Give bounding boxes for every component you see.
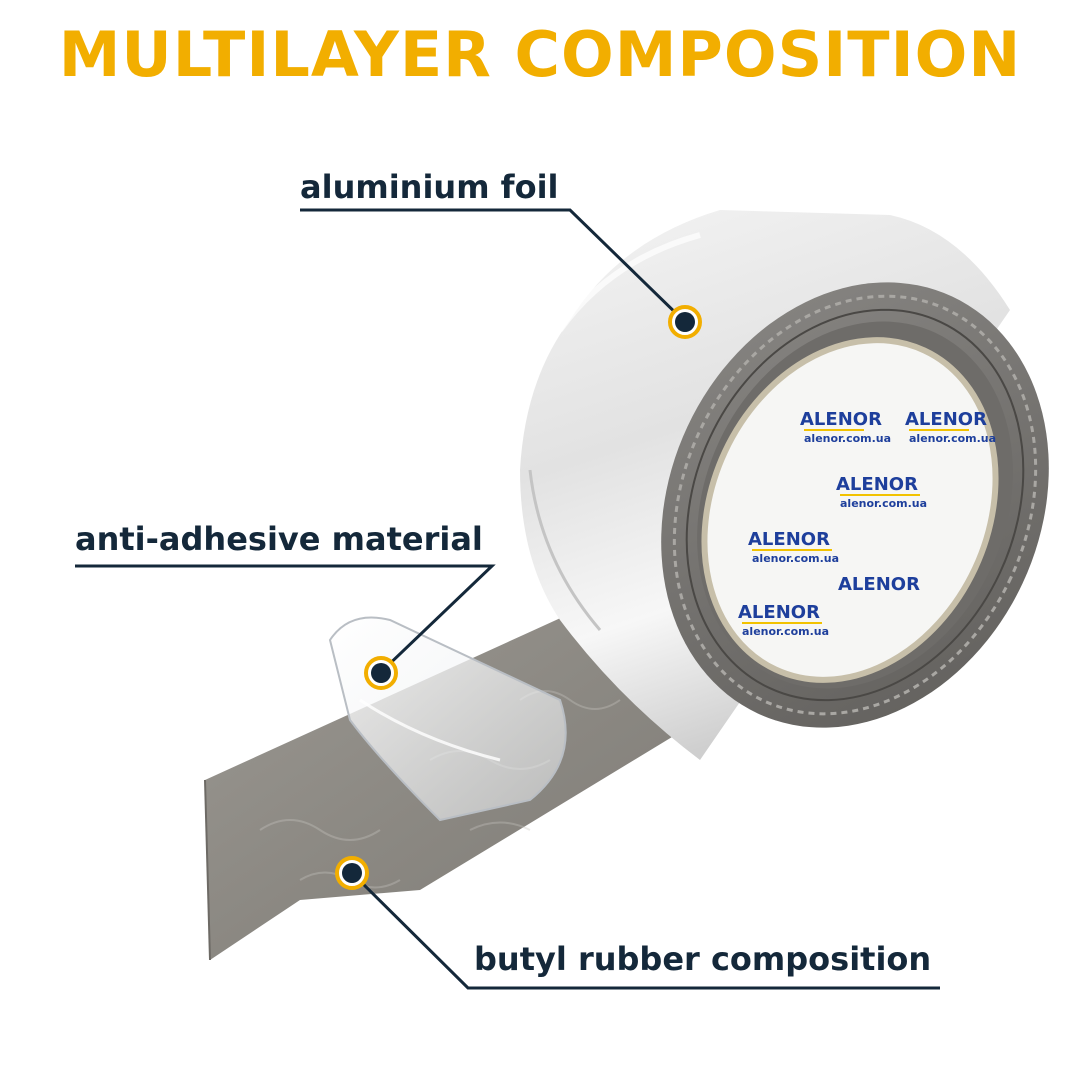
core-brand-4: ALENOR: [738, 602, 820, 623]
anti-adhesive-callout-line: [75, 564, 496, 675]
roll-core: [701, 337, 999, 683]
anti-adhesive-marker: [364, 656, 398, 690]
foil-marker: [668, 305, 702, 339]
core-brand-2: ALENOR: [836, 474, 918, 495]
core-site-1: alenor.com.ua: [752, 552, 839, 565]
anti-adhesive-label: anti-adhesive material: [75, 520, 483, 558]
core-brand-print: ALENOR alenor.com.ua ALENOR alenor.com.u…: [738, 409, 996, 638]
core-site-3: alenor.com.ua: [909, 432, 996, 445]
butyl-callout-line: [350, 871, 940, 990]
core-brand-5: ALENOR: [838, 574, 920, 595]
foil-callout-line: [300, 208, 687, 324]
butyl-rubber-label: butyl rubber composition: [474, 940, 932, 978]
core-brand-1: ALENOR: [748, 529, 830, 550]
core-site-4: alenor.com.ua: [742, 625, 829, 638]
core-brand-6: ALENOR: [800, 409, 882, 430]
page-title: MULTILAYER COMPOSITION: [58, 18, 1022, 91]
butyl-marker: [335, 856, 369, 890]
core-brand-3: ALENOR: [905, 409, 987, 430]
aluminium-foil-label: aluminium foil: [300, 168, 559, 206]
core-site-2: alenor.com.ua: [840, 497, 927, 510]
core-site-6: alenor.com.ua: [804, 432, 891, 445]
